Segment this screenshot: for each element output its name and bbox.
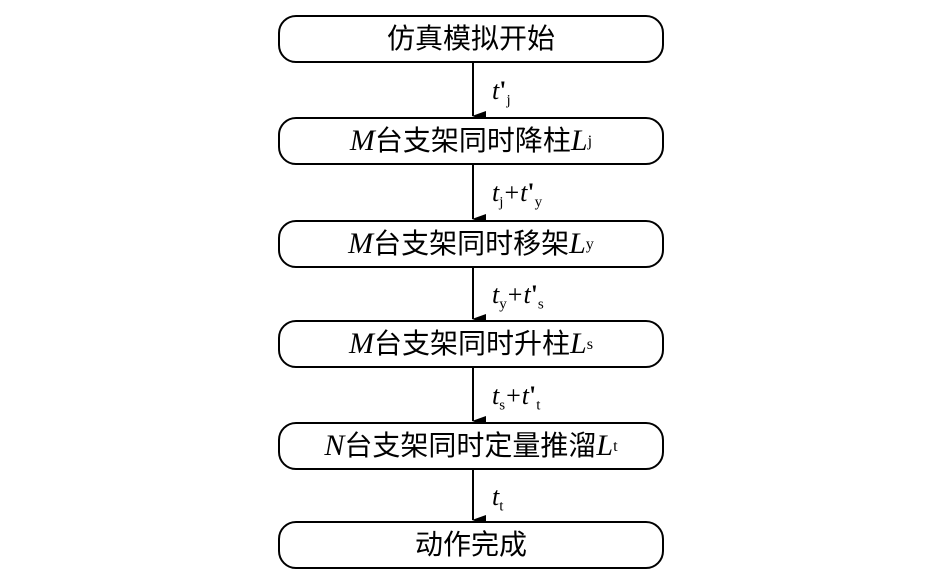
edge-4-var1: t [492, 381, 500, 410]
edge-2-prime: ' [527, 178, 535, 207]
edge-1-sub: j [506, 92, 511, 109]
edge-3-var1: t [492, 280, 500, 309]
node-end-label: 动作完成 [414, 528, 527, 561]
edge-2-sub1: j [499, 194, 504, 211]
node-raise-text: 台支架同时升柱 [373, 327, 570, 360]
node-start-label: 仿真模拟开始 [386, 22, 555, 55]
node-move-var: L [569, 227, 586, 260]
edge-label-2: tj+t'y [492, 178, 542, 210]
node-push-subject: N [324, 429, 345, 462]
edge-label-3: ty+t's [492, 280, 544, 312]
edge-4-sub1: s [499, 397, 506, 414]
edge-5-sub: t [499, 498, 504, 515]
node-lower-text: 台支架同时降柱 [374, 124, 571, 157]
edge-3-sub2: s [537, 296, 544, 313]
edge-label-5: tt [492, 482, 503, 514]
edge-2-op: + [504, 178, 520, 207]
node-start: 仿真模拟开始 [278, 15, 664, 63]
edge-4-prime: ' [529, 381, 537, 410]
node-move-text: 台支架同时移架 [373, 227, 570, 260]
edge-5-var: t [492, 482, 500, 511]
edge-1-var: t [492, 76, 500, 105]
edge-3-prime: ' [530, 280, 538, 309]
node-push-var: L [596, 429, 614, 462]
node-move-subject: M [348, 227, 374, 260]
edge-2-var1: t [492, 178, 500, 207]
node-push-text: 台支架同时定量推溜 [344, 429, 597, 462]
edge-label-4: ts+t't [492, 381, 540, 413]
edge-4-var2: t [521, 381, 530, 410]
edge-1-prime: ' [499, 76, 507, 105]
edge-3-sub1: y [499, 296, 507, 313]
node-end: 动作完成 [278, 521, 664, 569]
node-raise-var: L [570, 327, 587, 360]
edge-2-sub2: y [534, 194, 543, 211]
edge-3-op: + [507, 280, 523, 309]
edge-2-var2: t [520, 178, 528, 207]
node-raise-subject: M [348, 327, 374, 360]
node-lower-var: L [570, 124, 588, 157]
edge-label-1: t'j [492, 76, 511, 108]
edge-4-op: + [506, 381, 521, 410]
edge-3-var2: t [523, 280, 531, 309]
edge-4-sub2: t [536, 397, 541, 414]
node-lower-subject: M [349, 124, 375, 157]
